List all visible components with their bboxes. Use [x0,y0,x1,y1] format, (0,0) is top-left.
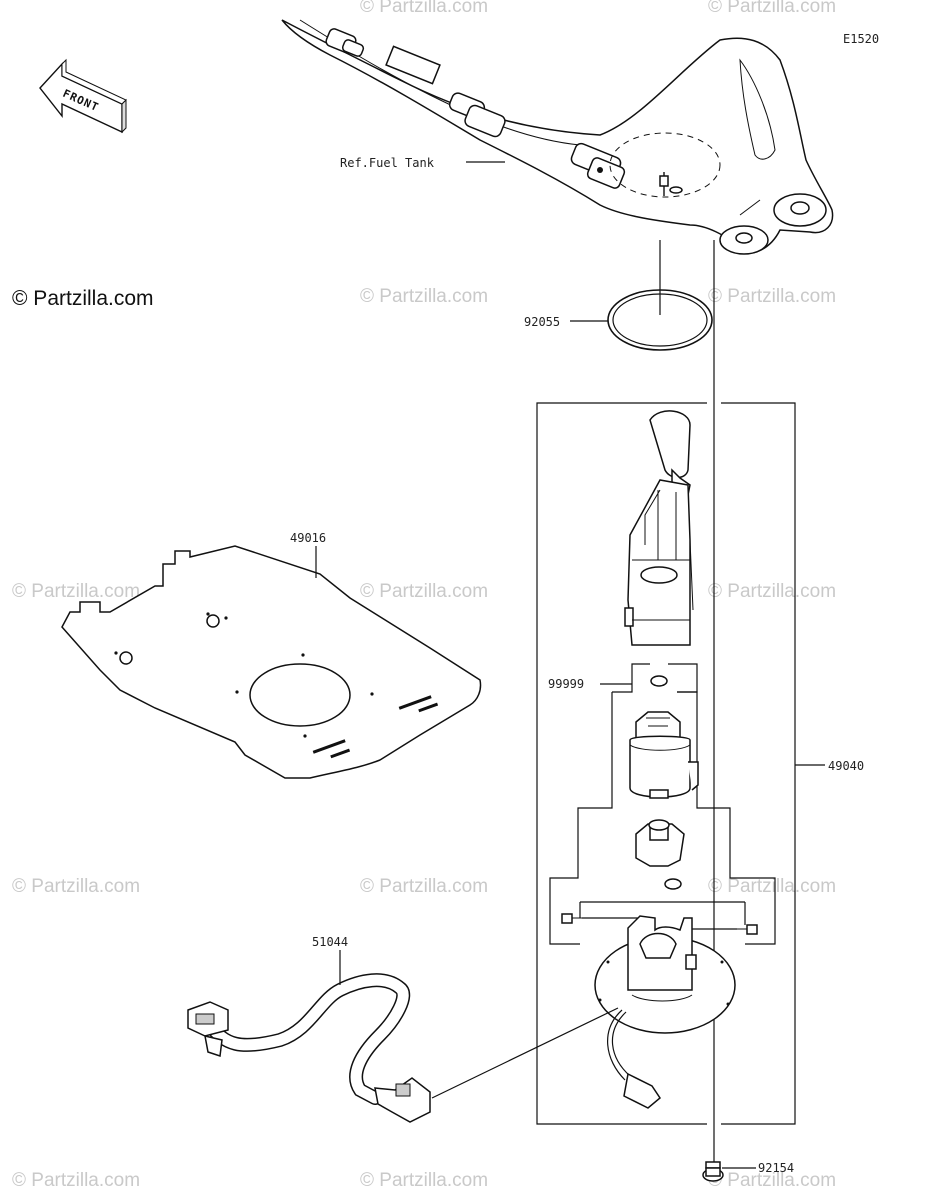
watermark-text: © Partzilla.com [708,0,836,17]
wire-harness-51044 [187,973,619,1123]
label-49040: 49040 [828,759,864,773]
watermark-text: © Partzilla.com [708,1170,836,1191]
watermark-text: © Partzilla.com [708,876,836,897]
bracket-99999 [549,663,776,945]
watermark-text: © Partzilla.com [708,581,836,602]
copyright-text: © Partzilla.com [12,287,154,310]
label-92055: 92055 [524,315,560,329]
watermark-text: © Partzilla.com [360,581,488,602]
diagram-code: E1520 [843,32,879,46]
watermarks: © Partzilla.com © Partzilla.com © Partzi… [12,0,836,1191]
pump-base-plate [594,915,736,1034]
watermark-text: © Partzilla.com [360,1170,488,1191]
label-92154: 92154 [758,1161,794,1175]
screw-left [561,913,640,924]
pump-wire-lead [607,1009,661,1109]
watermark-text: © Partzilla.com [12,876,140,897]
small-o-ring [650,675,668,687]
watermark-text: © Partzilla.com [360,0,488,17]
fuel-level-sender [624,410,694,646]
fuel-tank-ref [281,19,834,255]
watermark-text: © Partzilla.com [12,581,140,602]
label-49016: 49016 [290,531,326,545]
screw-right [690,924,758,935]
watermark-text: © Partzilla.com [360,286,488,307]
watermark-text: © Partzilla.com [360,876,488,897]
sheet-49016 [61,545,482,779]
label-51044: 51044 [312,935,348,949]
o-ring-92055 [607,289,713,351]
small-o-ring [664,878,682,890]
fuel-pump [629,711,699,799]
label-99999: 99999 [548,677,584,691]
label-ref-fuel-tank: Ref.Fuel Tank [340,156,435,170]
assembly-bracket-49040 [536,402,825,1125]
watermark-text: © Partzilla.com [12,1170,140,1191]
front-arrow-icon: FRONT [39,58,127,134]
pump-holder [635,819,685,867]
watermark-text: © Partzilla.com [708,286,836,307]
bolt-92154 [702,1161,724,1182]
